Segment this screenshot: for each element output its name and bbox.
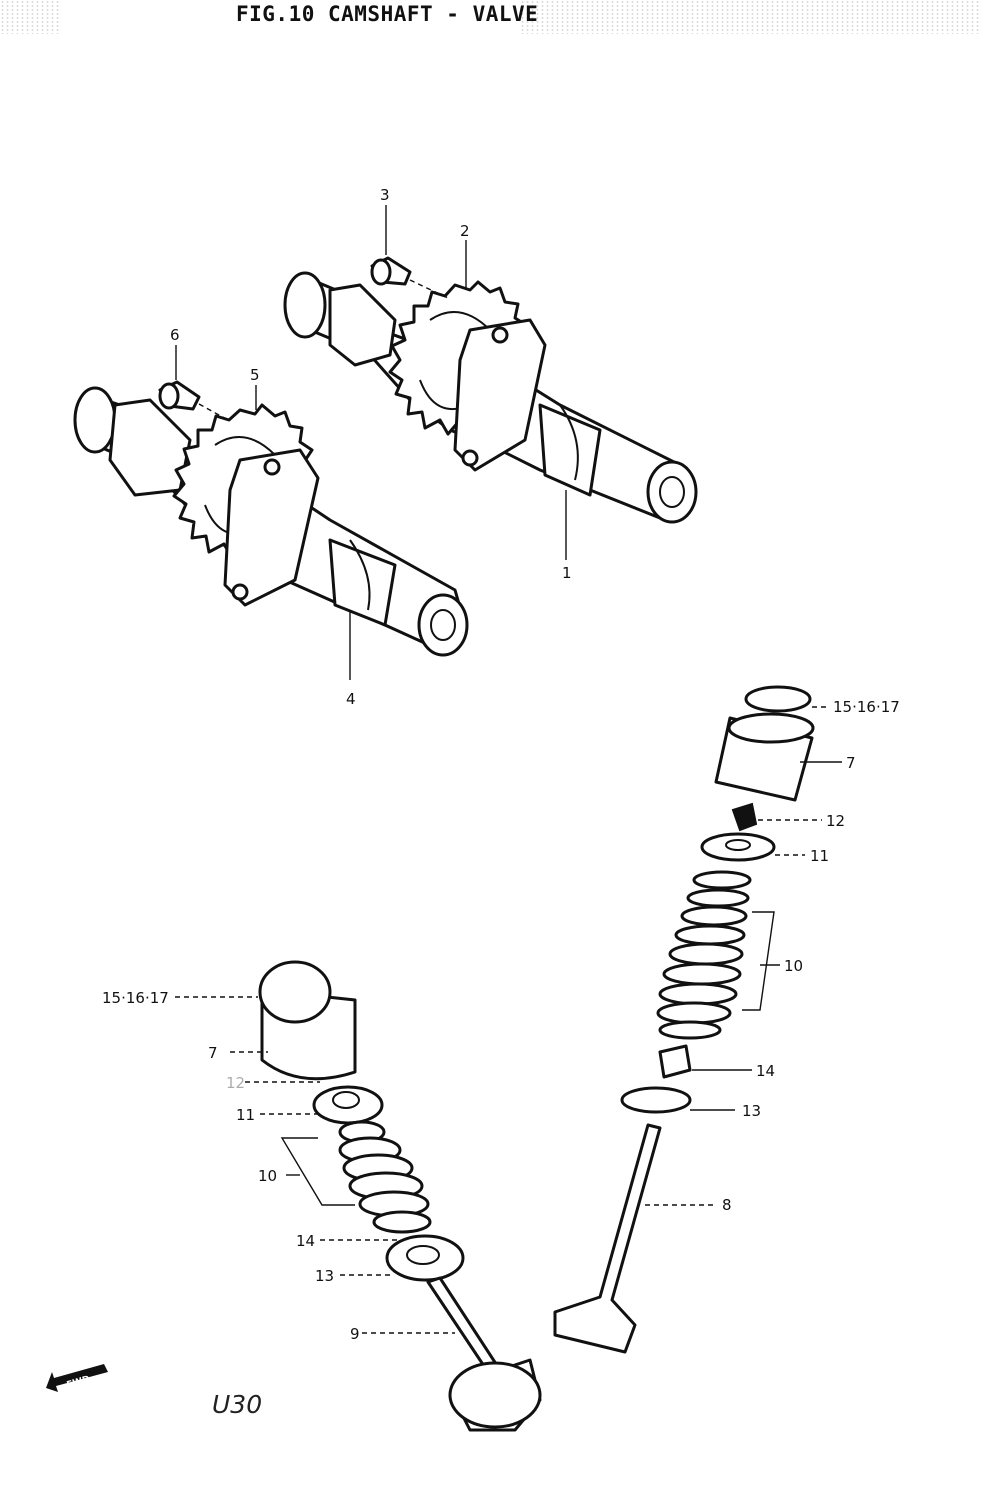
callout-shim-right: 15·16·17: [833, 698, 900, 716]
callout-14-left: 14: [296, 1232, 315, 1250]
sprocket-bolt-3: [370, 256, 449, 299]
scan-noise-left: [0, 0, 60, 34]
callout-13-right: 13: [742, 1102, 761, 1120]
callout-3: 3: [380, 186, 390, 204]
callout-10-left: 10: [258, 1167, 277, 1185]
spring-seat-right: [620, 1086, 692, 1114]
leader-lines: [175, 205, 842, 1334]
spring-seat-left: [385, 1234, 465, 1282]
callout-14-right: 14: [756, 1062, 775, 1080]
oil-seal-right: [658, 1044, 692, 1079]
callout-7-left: 7: [208, 1044, 218, 1062]
callout-13-left: 13: [315, 1267, 334, 1285]
callout-9: 9: [350, 1325, 360, 1343]
intake-valve-8: [553, 1123, 662, 1354]
callout-8: 8: [722, 1196, 732, 1214]
callout-11-left: 11: [236, 1106, 255, 1124]
callout-11-right: 11: [810, 847, 829, 865]
retainer-left: [312, 1085, 384, 1125]
exhaust-valve-9: [426, 1276, 542, 1432]
callout-12-left: 12: [226, 1074, 245, 1092]
callout-6: 6: [170, 326, 180, 344]
callout-shim-left: 15·16·17: [102, 989, 169, 1007]
callout-1: 1: [562, 564, 572, 582]
callout-10-right: 10: [784, 957, 803, 975]
cam-sprocket-5: [172, 403, 320, 607]
callout-4: 4: [346, 690, 356, 708]
retainer-right: [700, 832, 776, 862]
callout-2: 2: [460, 222, 470, 240]
shim-right: [744, 685, 812, 713]
page-title: FIG.10 CAMSHAFT - VALVE: [236, 2, 539, 26]
cam-sprocket-2: [388, 280, 547, 472]
cotter-right: [731, 802, 758, 832]
springs-right: [656, 870, 752, 1040]
springs-left: [338, 1120, 432, 1234]
callout-7-right: 7: [846, 754, 856, 772]
model-code: U30: [212, 1390, 263, 1419]
forward-arrow-icon: FWD: [46, 1364, 108, 1392]
scan-noise-right: [520, 0, 980, 34]
callout-12-right: 12: [826, 812, 845, 830]
tappet-right: [714, 712, 815, 802]
callout-5: 5: [250, 366, 260, 384]
sprocket-bolt-6: [158, 380, 229, 421]
tappet-left: [258, 960, 357, 1081]
